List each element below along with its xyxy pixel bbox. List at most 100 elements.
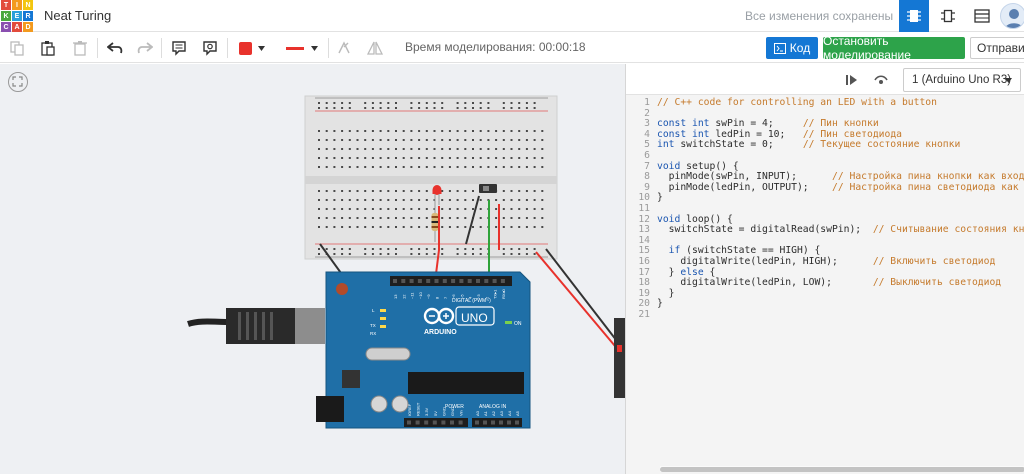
scrollbar-thumb[interactable] xyxy=(660,467,1024,472)
redo-button[interactable] xyxy=(134,37,156,59)
undo-icon xyxy=(107,42,123,54)
component-list-button[interactable] xyxy=(967,0,997,32)
logo-letter: A xyxy=(12,22,22,32)
pin-label: ~9 xyxy=(426,294,431,299)
red-led[interactable] xyxy=(432,185,442,205)
device-selector[interactable]: 1 (Arduino Uno R3) xyxy=(903,68,1021,92)
circuit-view-button[interactable] xyxy=(899,0,929,32)
code-line: void setup() { xyxy=(657,160,739,172)
toolbar-divider xyxy=(161,38,162,58)
delete-button[interactable] xyxy=(69,37,91,59)
component-list-icon xyxy=(974,9,990,23)
mirror-button[interactable] xyxy=(364,37,386,59)
copy-icon xyxy=(10,41,24,56)
code-lines[interactable]: // C++ code for controlling an LED with … xyxy=(657,97,1024,321)
line-number: 8 xyxy=(644,171,650,183)
schematic-view-button[interactable] xyxy=(933,0,963,32)
horizontal-scrollbar[interactable] xyxy=(660,466,1024,472)
resistor[interactable] xyxy=(431,205,439,242)
simulation-time: Время моделирования: 00:00:18 xyxy=(405,40,586,54)
pin-label: IOREF xyxy=(407,403,412,416)
fill-color-swatch xyxy=(239,41,252,55)
code-line: } xyxy=(657,192,663,204)
code-line xyxy=(657,310,1024,321)
toolbar-divider xyxy=(328,38,329,58)
circuit-canvas[interactable]: ARDUINO UNO ON DIGITAL (PWM~) TX RX L PO… xyxy=(0,64,625,474)
pin-label: GND xyxy=(450,407,455,416)
code-line: } xyxy=(657,287,675,299)
device-label: 1 (Arduino Uno R3) xyxy=(912,74,1012,86)
pin-label: GND xyxy=(441,407,446,416)
debug-step-button[interactable] xyxy=(841,69,863,91)
wire-gnd-right[interactable] xyxy=(545,248,621,346)
arduino-uno-board[interactable]: ARDUINO UNO ON DIGITAL (PWM~) TX RX L PO… xyxy=(316,271,531,429)
logo-letter: R xyxy=(23,11,33,21)
pin-label: A2 xyxy=(491,410,496,416)
pin-label: 8 xyxy=(435,296,440,299)
save-status: Все изменения сохранены xyxy=(745,9,894,23)
line-number: 10 xyxy=(638,192,650,204)
logo-letter: I xyxy=(12,0,22,10)
pin-label: A0 xyxy=(475,410,480,416)
notes-visibility-icon xyxy=(203,41,217,56)
code-line: pinMode(ledPin, OUTPUT); // Настройка пи… xyxy=(657,181,1019,193)
board-on-label: ON xyxy=(514,321,522,327)
fill-color-picker[interactable] xyxy=(234,37,270,59)
board-power-label: POWER xyxy=(445,404,464,410)
user-avatar[interactable] xyxy=(1000,3,1024,29)
board-brand-label: ARDUINO xyxy=(424,329,457,336)
line-number: 14 xyxy=(638,234,650,246)
copy-button[interactable] xyxy=(6,37,28,59)
line-number: 1 xyxy=(644,97,650,108)
wire-color-swatch xyxy=(286,46,304,50)
serial-monitor-button[interactable] xyxy=(870,69,892,91)
code-button-label: Код xyxy=(789,41,811,55)
pin-label: ~3 xyxy=(476,294,481,299)
logo-letter: C xyxy=(1,22,11,32)
pin-label: ~6 xyxy=(451,294,456,299)
code-button[interactable]: Код xyxy=(766,37,818,59)
flip-button[interactable] xyxy=(333,37,355,59)
board-digital-label: DIGITAL (PWM~) xyxy=(452,298,491,304)
wire-color-picker[interactable] xyxy=(282,37,322,59)
wire-switch-ground[interactable] xyxy=(465,195,480,245)
undo-button[interactable] xyxy=(104,37,126,59)
arduino-logo xyxy=(423,307,455,325)
flip-icon xyxy=(338,41,350,54)
project-title[interactable]: Neat Turing xyxy=(44,8,112,23)
code-line: const int ledPin = 10; // Пин светодиода xyxy=(657,128,902,140)
send-to-button[interactable]: Отправить xyxy=(970,37,1024,59)
pin-label: 5V xyxy=(433,411,438,416)
pin-label: TX▸1 xyxy=(493,289,498,299)
code-line: digitalWrite(ledPin, LOW); // Выключить … xyxy=(657,277,1002,289)
line-number: 17 xyxy=(638,266,650,278)
notes-visibility-button[interactable] xyxy=(199,37,221,59)
zoom-to-fit-button[interactable] xyxy=(8,72,28,92)
line-number: 19 xyxy=(638,287,650,299)
pin-label: Vin xyxy=(459,410,464,416)
breadboard[interactable] xyxy=(304,95,558,260)
logo-letter: N xyxy=(23,0,33,10)
code-toolbar: 1 (Arduino Uno R3) xyxy=(626,64,1024,95)
paste-icon xyxy=(41,41,55,56)
code-line: } xyxy=(657,298,663,310)
multimeter-partial[interactable] xyxy=(614,318,625,398)
chevron-down-icon xyxy=(1005,78,1012,83)
code-line: int switchState = 0; // Текущее состояни… xyxy=(657,139,961,151)
pin-label: A5 xyxy=(515,410,520,416)
board-analog-label: ANALOG IN xyxy=(479,404,507,410)
stop-simulation-button[interactable]: Остановить моделирование xyxy=(823,34,965,62)
wire-led-pin10[interactable] xyxy=(434,206,440,283)
code-line: } else { xyxy=(657,266,716,278)
pin-label: 13 xyxy=(393,294,398,299)
note-button[interactable] xyxy=(168,37,190,59)
slide-switch[interactable] xyxy=(479,184,497,193)
logo-letter: T xyxy=(1,0,11,10)
pin-label: RX◂0 xyxy=(501,288,506,299)
logo-letter: D xyxy=(23,22,33,32)
line-number: 16 xyxy=(638,255,650,267)
paste-button[interactable] xyxy=(37,37,59,59)
wire-5v-rail[interactable] xyxy=(535,251,621,353)
